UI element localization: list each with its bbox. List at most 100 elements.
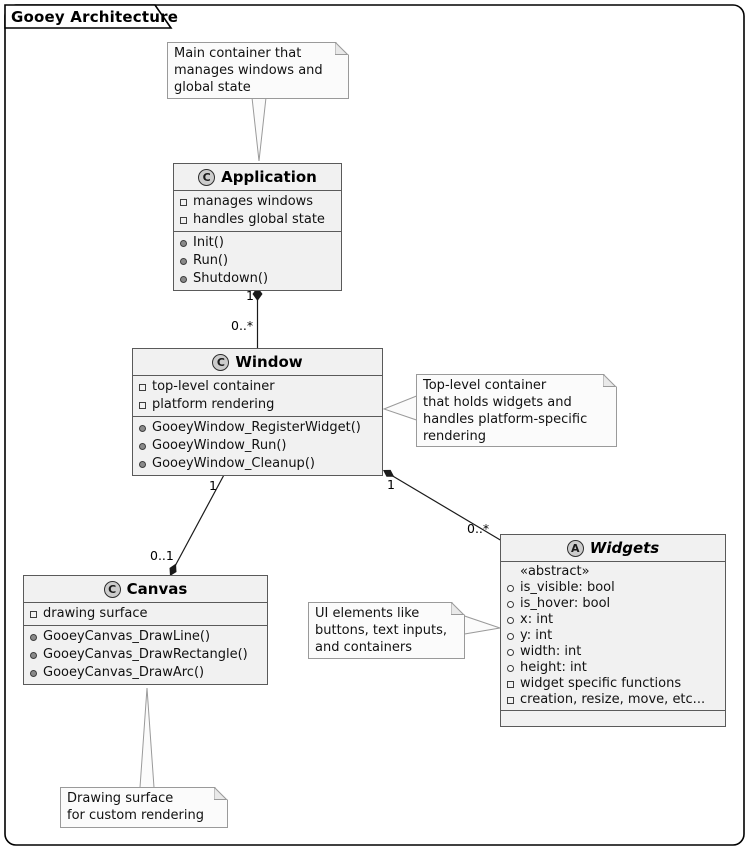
method-row: GooeyCanvas_DrawArc() bbox=[30, 664, 261, 682]
method-label: GooeyWindow_Cleanup() bbox=[152, 456, 315, 471]
frame-title-tab bbox=[4, 4, 173, 29]
method-label: Run() bbox=[193, 253, 229, 268]
method-icon bbox=[30, 651, 37, 659]
method-row: Init() bbox=[180, 234, 335, 252]
composition-diamond-window bbox=[383, 469, 395, 477]
field-row: top-level container bbox=[139, 378, 376, 396]
attribute-row: y: int bbox=[507, 628, 719, 644]
multiplicity-label: 0..* bbox=[231, 318, 254, 333]
attribute-label: height: int bbox=[520, 660, 587, 675]
note-connector-application bbox=[251, 97, 267, 162]
method-icon bbox=[180, 275, 187, 283]
method-row: Shutdown() bbox=[180, 270, 335, 288]
abstract-class-icon: A bbox=[566, 539, 584, 557]
link-window-canvas bbox=[173, 472, 226, 569]
attribute-icon bbox=[507, 616, 514, 624]
note-canvas: Drawing surface for custom rendering bbox=[60, 787, 228, 828]
attribute-label: is_hover: bool bbox=[520, 596, 611, 611]
method-label: GooeyCanvas_DrawLine() bbox=[43, 629, 211, 644]
composition-diamond-canvas bbox=[169, 563, 177, 576]
methods-compartment-empty bbox=[501, 710, 725, 726]
field-row: drawing surface bbox=[30, 605, 261, 623]
method-icon bbox=[139, 460, 146, 468]
class-application-header: C Application bbox=[174, 164, 341, 191]
class-window: C Window top-level container platform re… bbox=[132, 348, 383, 476]
class-window-header: C Window bbox=[133, 349, 382, 376]
note-fold-icon bbox=[335, 42, 348, 55]
note-window: Top-level container that holds widgets a… bbox=[416, 374, 617, 447]
method-label: GooeyWindow_Run() bbox=[152, 438, 287, 453]
class-name: Canvas bbox=[126, 580, 188, 598]
methods-compartment: GooeyCanvas_DrawLine() GooeyCanvas_DrawR… bbox=[24, 625, 267, 684]
field-label: handles global state bbox=[193, 212, 325, 227]
class-canvas-header: C Canvas bbox=[24, 576, 267, 603]
method-row: Run() bbox=[180, 252, 335, 270]
field-label: drawing surface bbox=[43, 606, 148, 621]
attribute-icon bbox=[507, 632, 514, 640]
method-icon bbox=[139, 424, 146, 432]
note-connector-canvas bbox=[139, 687, 155, 788]
method-icon bbox=[139, 442, 146, 450]
attribute-row: is_visible: bool bbox=[507, 580, 719, 596]
note-connector-widgets bbox=[464, 615, 501, 635]
note-connector-window bbox=[382, 395, 417, 421]
methods-compartment: GooeyWindow_RegisterWidget() GooeyWindow… bbox=[133, 416, 382, 475]
attribute-label: x: int bbox=[520, 612, 554, 627]
class-widgets-header: A Widgets bbox=[501, 535, 725, 562]
method-label: Init() bbox=[193, 235, 224, 250]
multiplicity-label: 1 bbox=[209, 478, 217, 493]
field-icon bbox=[507, 680, 514, 688]
method-row: GooeyCanvas_DrawLine() bbox=[30, 628, 261, 646]
methods-compartment: Init() Run() Shutdown() bbox=[174, 231, 341, 290]
field-icon bbox=[180, 198, 187, 206]
attribute-icon bbox=[507, 584, 514, 592]
field-label: creation, resize, move, etc... bbox=[520, 692, 706, 707]
field-icon bbox=[507, 696, 514, 704]
attribute-label: is_visible: bool bbox=[520, 580, 615, 595]
field-label: widget specific functions bbox=[520, 676, 682, 691]
class-application: C Application manages windows handles gl… bbox=[173, 163, 342, 291]
attribute-label: width: int bbox=[520, 644, 582, 659]
field-row: platform rendering bbox=[139, 396, 376, 414]
attribute-row: width: int bbox=[507, 644, 719, 660]
fields-compartment: top-level container platform rendering bbox=[133, 376, 382, 416]
method-row: GooeyWindow_Cleanup() bbox=[139, 455, 376, 473]
attribute-row: x: int bbox=[507, 612, 719, 628]
attribute-icon bbox=[507, 600, 514, 608]
method-icon bbox=[30, 633, 37, 641]
method-icon bbox=[180, 239, 187, 247]
field-row: manages windows bbox=[180, 193, 335, 211]
method-label: GooeyCanvas_DrawArc() bbox=[43, 665, 205, 680]
note-widgets: UI elements like buttons, text inputs, a… bbox=[308, 602, 465, 659]
class-icon: C bbox=[103, 580, 121, 598]
multiplicity-label: 1 bbox=[246, 288, 254, 303]
attribute-label: y: int bbox=[520, 628, 553, 643]
multiplicity-label: 0..1 bbox=[150, 548, 174, 563]
attribute-row: is_hover: bool bbox=[507, 596, 719, 612]
method-label: GooeyCanvas_DrawRectangle() bbox=[43, 647, 248, 662]
note-fold-icon bbox=[214, 787, 227, 800]
field-icon bbox=[139, 401, 146, 409]
field-icon bbox=[30, 610, 37, 618]
link-window-widgets bbox=[390, 474, 503, 542]
attribute-icon bbox=[507, 664, 514, 672]
class-name: Application bbox=[221, 168, 317, 186]
multiplicity-label: 1 bbox=[387, 477, 395, 492]
field-label: platform rendering bbox=[152, 397, 275, 412]
method-row: GooeyCanvas_DrawRectangle() bbox=[30, 646, 261, 664]
method-icon bbox=[180, 257, 187, 265]
class-widgets: A Widgets «abstract» is_visible: bool is… bbox=[500, 534, 726, 727]
note-application: Main container that manages windows and … bbox=[167, 42, 349, 99]
field-row: widget specific functions bbox=[507, 676, 719, 692]
note-fold-icon bbox=[451, 602, 464, 615]
field-row: handles global state bbox=[180, 211, 335, 229]
attributes-compartment: «abstract» is_visible: bool is_hover: bo… bbox=[501, 562, 725, 710]
class-name: Widgets bbox=[589, 539, 660, 557]
method-label: Shutdown() bbox=[193, 271, 269, 286]
fields-compartment: manages windows handles global state bbox=[174, 191, 341, 231]
diagram-title: Gooey Architecture bbox=[11, 8, 179, 26]
field-label: top-level container bbox=[152, 379, 275, 394]
class-canvas: C Canvas drawing surface GooeyCanvas_Dra… bbox=[23, 575, 268, 685]
attribute-row: height: int bbox=[507, 660, 719, 676]
